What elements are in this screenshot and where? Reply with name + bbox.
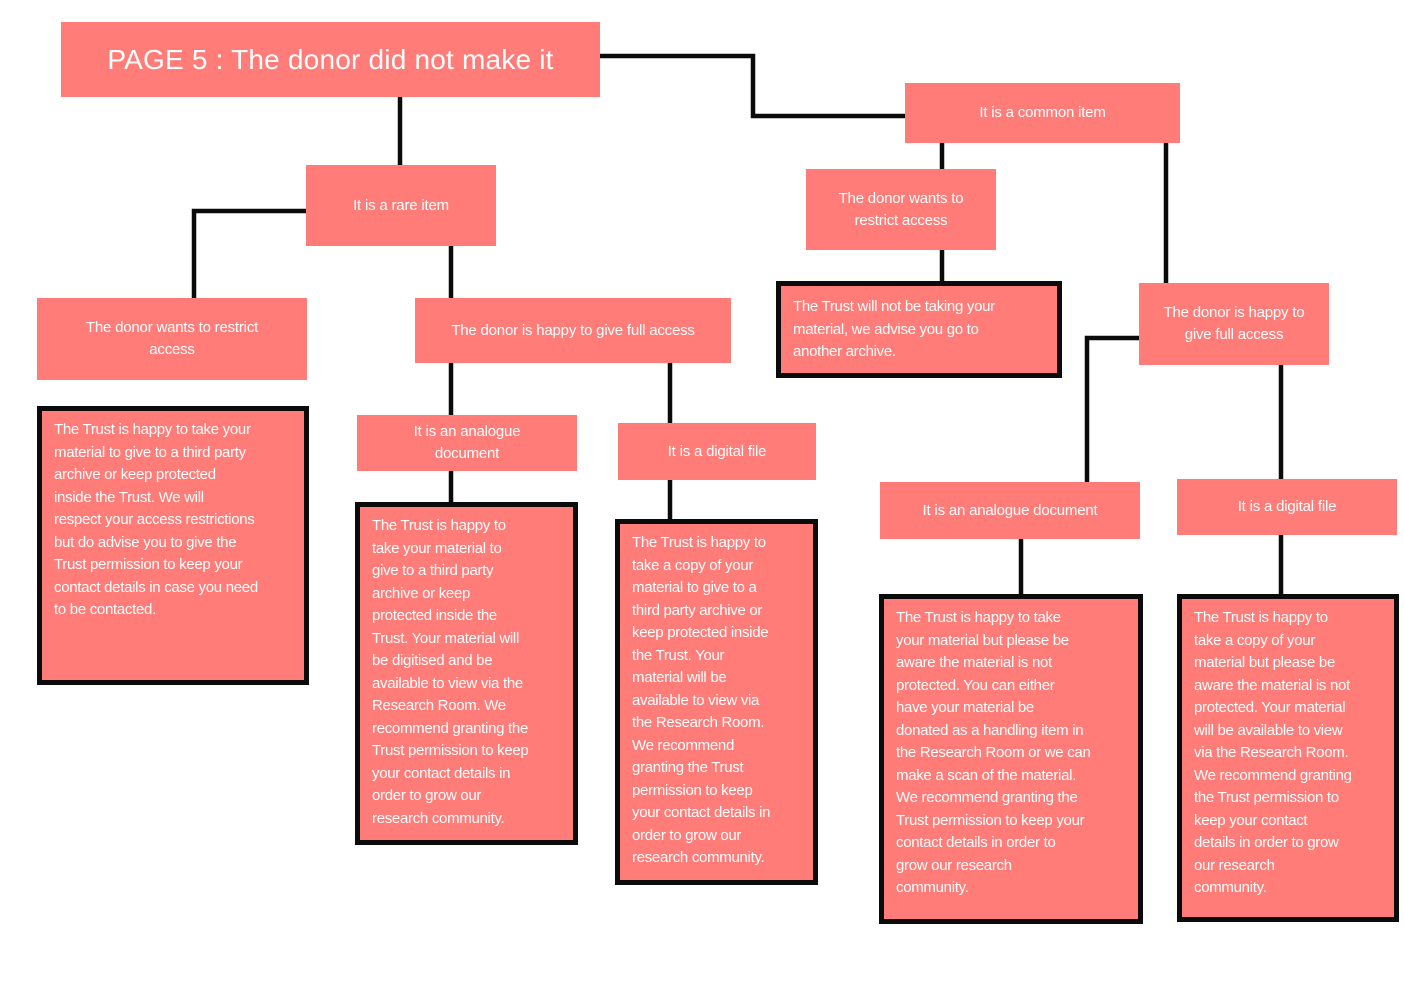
node-common-full-access: The donor is happy to give full access [1139, 283, 1329, 365]
node-common-item: It is a common item [905, 83, 1180, 143]
node-rare-digital: It is a digital file [618, 423, 816, 480]
node-rare-analogue: It is an analogue document [357, 415, 577, 471]
node-rare-restrict: The donor wants to restrict access [37, 298, 307, 380]
node-rare-item: It is a rare item [306, 165, 496, 246]
outcome-common-restrict: The Trust will not be taking your materi… [776, 281, 1062, 378]
outcome-rare-restrict: The Trust is happy to take your material… [37, 406, 309, 685]
outcome-rare-analogue: The Trust is happy to take your material… [355, 502, 578, 845]
outcome-common-analogue: The Trust is happy to take your material… [879, 594, 1143, 924]
connector-title-common [600, 53, 905, 119]
node-common-restrict: The donor wants to restrict access [806, 169, 996, 250]
connector-rare-restrict [191, 208, 306, 298]
outcome-rare-digital: The Trust is happy to take a copy of you… [615, 519, 818, 885]
node-rare-full-access: The donor is happy to give full access [415, 298, 731, 363]
page-title: PAGE 5 : The donor did not make it [61, 22, 600, 97]
connector-full-analogue-right [1084, 335, 1139, 482]
outcome-common-digital: The Trust is happy to take a copy of you… [1177, 594, 1399, 922]
node-common-digital: It is a digital file [1177, 479, 1397, 535]
node-common-analogue: It is an analogue document [880, 482, 1140, 539]
